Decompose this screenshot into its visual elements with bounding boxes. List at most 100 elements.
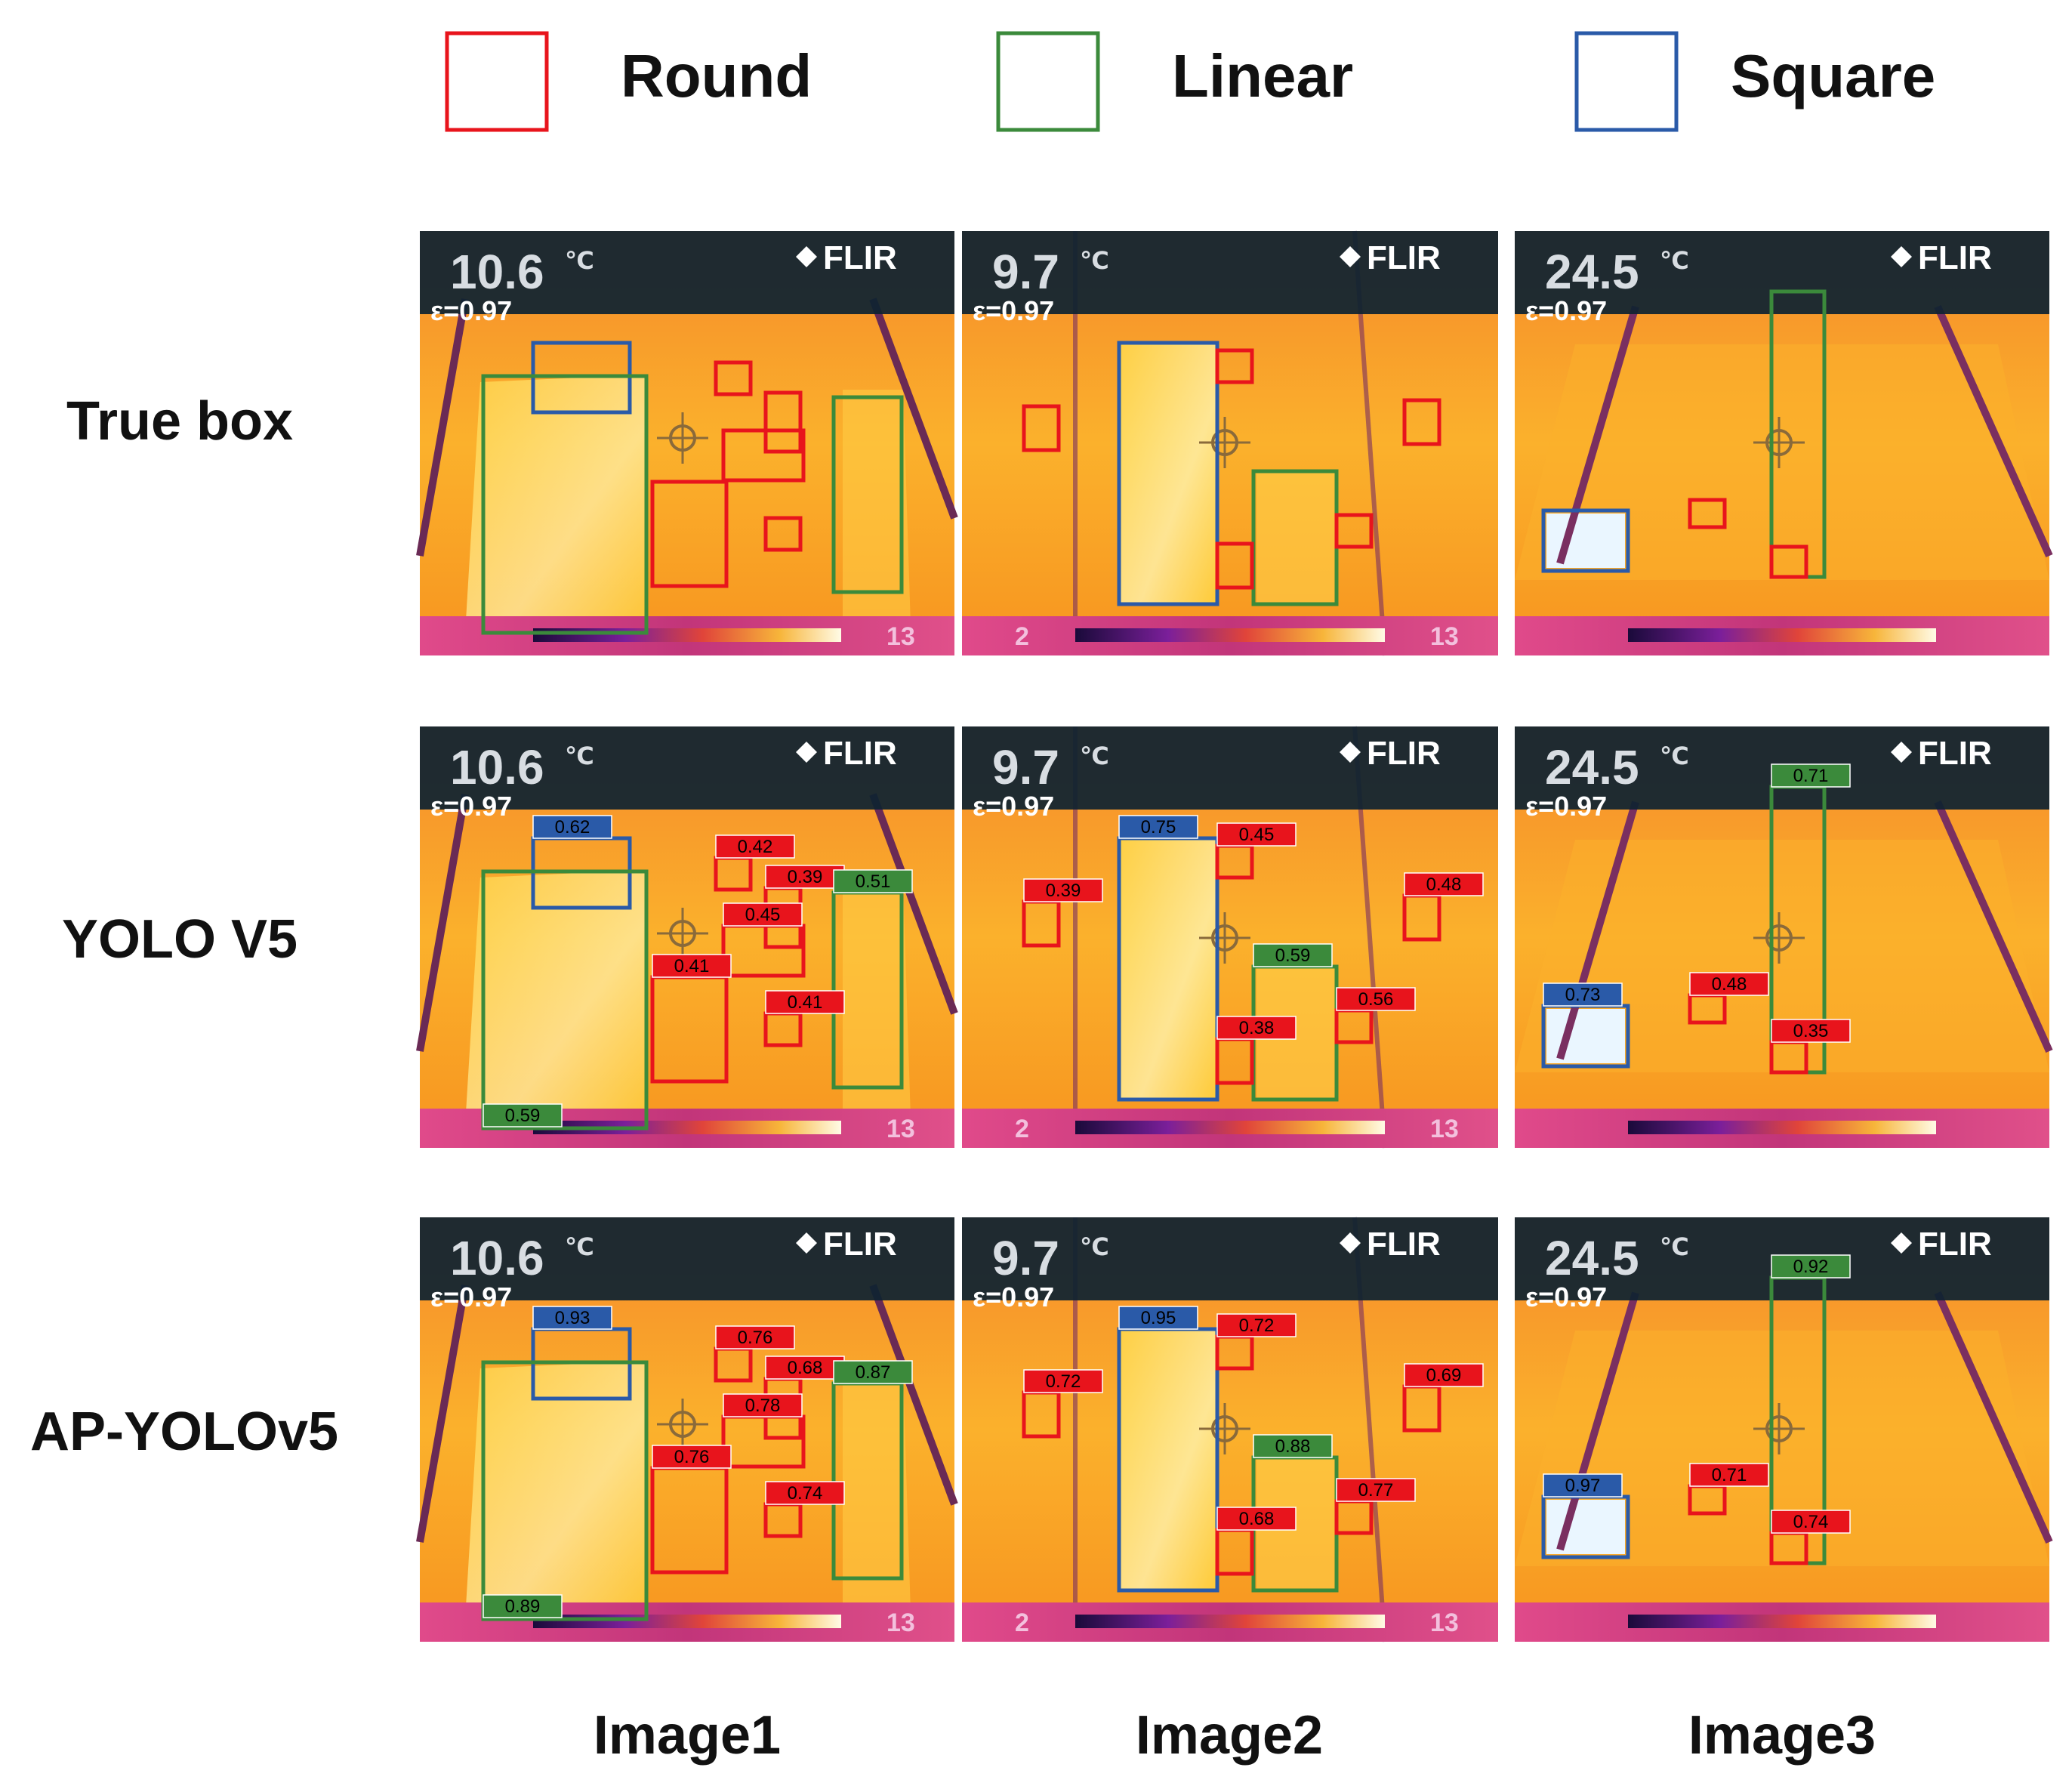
flir-brand-text: FLIR bbox=[1367, 735, 1441, 772]
confidence-score: 0.93 bbox=[555, 1308, 590, 1328]
flir-logo-icon bbox=[1891, 742, 1912, 763]
confidence-score: 0.39 bbox=[1046, 881, 1081, 901]
flir-brand-text: FLIR bbox=[823, 735, 897, 772]
legend-label-round: Round bbox=[621, 42, 812, 109]
confidence-tag bbox=[1771, 1019, 1851, 1043]
temperature-readout: 9.7 bbox=[992, 245, 1059, 299]
flir-logo-icon bbox=[1340, 246, 1361, 267]
col-label-image3: Image3 bbox=[1688, 1705, 1876, 1766]
solar-panel-hotspot bbox=[465, 870, 646, 1125]
camera-header-bar bbox=[420, 726, 954, 810]
confidence-tag bbox=[1023, 1369, 1103, 1393]
confidence-tag bbox=[1771, 1510, 1851, 1534]
flir-logo-icon bbox=[796, 1232, 817, 1254]
confidence-tag bbox=[1216, 822, 1297, 847]
confidence-tag bbox=[765, 1356, 845, 1380]
confidence-score: 0.73 bbox=[1565, 985, 1601, 1005]
col-label-image1: Image1 bbox=[594, 1705, 781, 1766]
panel-frame-line bbox=[1556, 305, 1639, 565]
detection-box bbox=[481, 374, 649, 635]
emissivity-readout: ε=0.97 bbox=[973, 1282, 1054, 1312]
panel-frame-line bbox=[1556, 800, 1639, 1060]
panel-frame-line bbox=[416, 794, 469, 1052]
confidence-score: 0.77 bbox=[1358, 1480, 1394, 1501]
detection-box bbox=[650, 480, 729, 588]
confidence-tag bbox=[1543, 1473, 1623, 1498]
solar-panel-hotspot bbox=[1121, 344, 1217, 604]
confidence-score: 0.39 bbox=[788, 867, 823, 887]
solar-panel-hotspot bbox=[1121, 1331, 1217, 1590]
camera-header-bar bbox=[420, 231, 954, 314]
confidence-score: 0.51 bbox=[856, 871, 891, 892]
panel-frame-line bbox=[1934, 304, 2053, 558]
solar-panel-hotspot bbox=[843, 390, 911, 625]
confidence-tag bbox=[765, 1481, 845, 1505]
scale-max-label: 13 bbox=[1430, 622, 1459, 651]
confidence-tag bbox=[1404, 872, 1484, 896]
emissivity-readout: ε=0.97 bbox=[430, 295, 512, 326]
confidence-score: 0.45 bbox=[1239, 825, 1275, 845]
confidence-score: 0.78 bbox=[745, 1396, 781, 1416]
solar-panel-hotspot bbox=[843, 1376, 911, 1612]
legend-swatch-square bbox=[1574, 31, 1679, 132]
camera-header-bar bbox=[962, 231, 1498, 314]
confidence-score: 0.97 bbox=[1565, 1476, 1601, 1496]
detection-box bbox=[1022, 404, 1061, 452]
panel-frame-line bbox=[416, 298, 469, 557]
solar-panel-hotspot bbox=[1256, 1459, 1337, 1590]
temperature-unit: ℃ bbox=[1080, 1233, 1109, 1260]
confidence-score: 0.74 bbox=[1793, 1512, 1829, 1532]
solar-panel-hotspot bbox=[1256, 473, 1337, 604]
temperature-readout: 9.7 bbox=[992, 1231, 1059, 1285]
panel-frame-line bbox=[869, 793, 958, 1015]
confidence-tag bbox=[833, 869, 913, 893]
camera-header-bar bbox=[962, 1217, 1498, 1300]
scale-min-label: 2 bbox=[1015, 1115, 1029, 1143]
flir-brand-text: FLIR bbox=[1367, 239, 1441, 276]
flir-brand-text: FLIR bbox=[1918, 1226, 1992, 1263]
confidence-score: 0.56 bbox=[1358, 989, 1394, 1010]
emissivity-readout: ε=0.97 bbox=[1525, 295, 1607, 326]
legend-label-linear: Linear bbox=[1172, 42, 1353, 109]
temperature-scale-bar bbox=[1075, 1615, 1385, 1628]
confidence-tag bbox=[1216, 1313, 1297, 1337]
confidence-tag bbox=[723, 1393, 803, 1417]
confidence-tag bbox=[1771, 763, 1851, 788]
flir-logo-icon bbox=[1340, 742, 1361, 763]
flir-logo-icon bbox=[796, 246, 817, 267]
solar-panel-hotspot bbox=[843, 885, 911, 1118]
temperature-scale-bar bbox=[1075, 628, 1385, 642]
confidence-tag bbox=[1216, 1507, 1297, 1531]
confidence-score: 0.72 bbox=[1046, 1371, 1081, 1392]
legend-swatch-linear bbox=[996, 31, 1100, 132]
temperature-unit: ℃ bbox=[1660, 742, 1689, 770]
detection-box bbox=[1215, 348, 1254, 384]
detection-box bbox=[721, 428, 806, 483]
confidence-tag bbox=[833, 1360, 913, 1384]
camera-header-bar bbox=[962, 726, 1498, 810]
flir-logo-icon bbox=[1340, 1232, 1361, 1254]
temperature-scale-bar bbox=[533, 628, 841, 642]
solar-panel-hotspot bbox=[1121, 840, 1217, 1100]
confidence-score: 0.38 bbox=[1239, 1018, 1275, 1038]
panel-frame-line bbox=[1934, 1291, 2053, 1544]
detection-box bbox=[481, 1360, 649, 1621]
panel-frame-line bbox=[869, 1284, 958, 1506]
temperature-unit: ℃ bbox=[1080, 742, 1109, 770]
emissivity-readout: ε=0.97 bbox=[973, 791, 1054, 822]
confidence-tag bbox=[1336, 987, 1416, 1011]
temperature-readout: 10.6 bbox=[450, 740, 544, 794]
confidence-tag bbox=[1689, 972, 1769, 996]
temperature-scale-bar bbox=[1628, 628, 1936, 642]
temperature-scale-bar bbox=[1075, 1121, 1385, 1134]
confidence-score: 0.74 bbox=[788, 1483, 823, 1504]
confidence-tag bbox=[1336, 1478, 1416, 1502]
confidence-tag bbox=[532, 1306, 612, 1330]
confidence-tag bbox=[1543, 982, 1623, 1007]
scale-min-label: 2 bbox=[1015, 1609, 1029, 1637]
flir-logo-icon bbox=[1891, 1232, 1912, 1254]
